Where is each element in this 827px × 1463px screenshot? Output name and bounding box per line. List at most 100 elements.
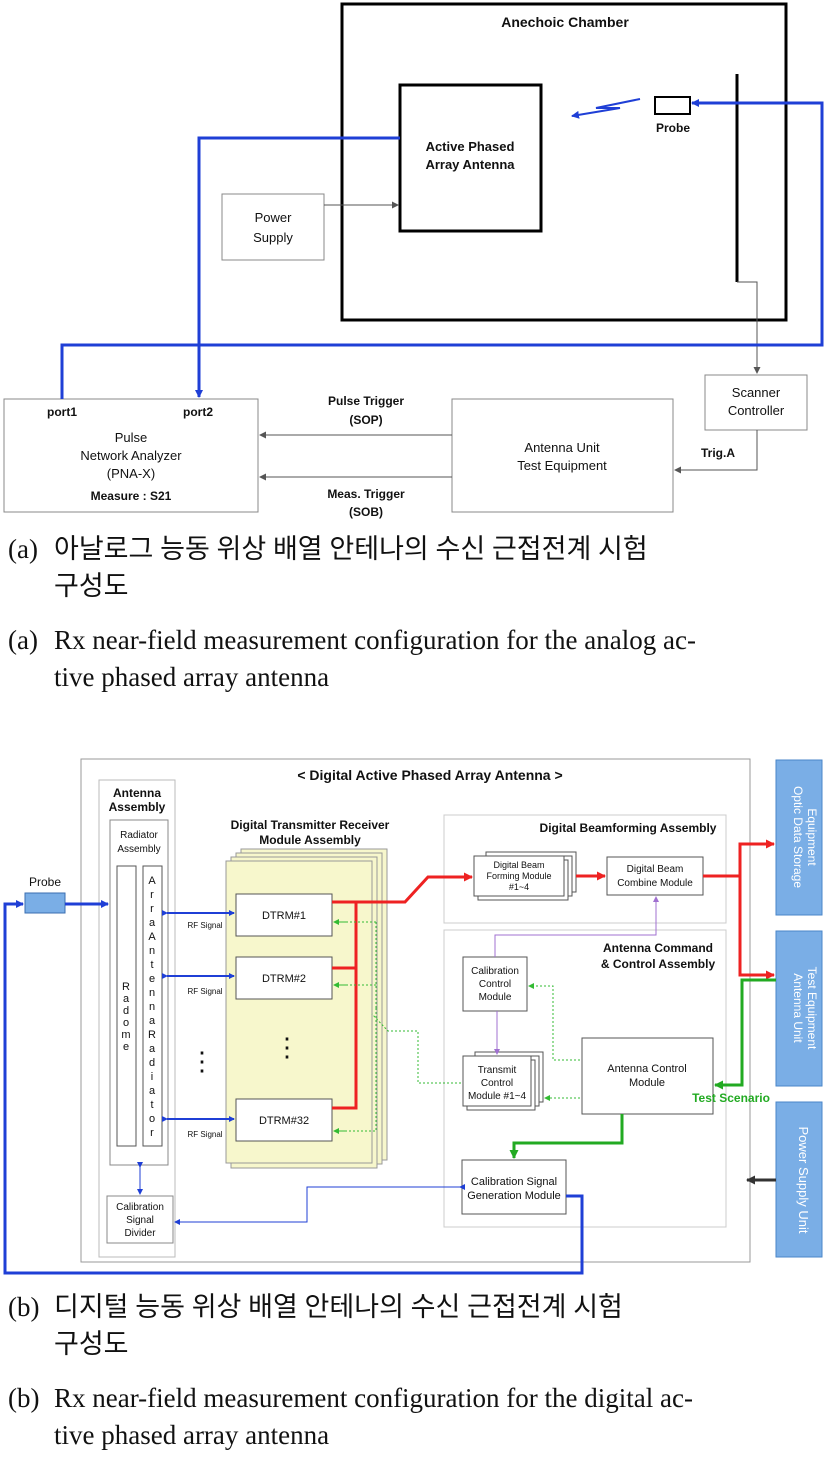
anechoic-chamber-label: Anechoic Chamber (501, 14, 629, 30)
dbf-module-line2: Forming Module (486, 871, 551, 881)
caption-a-korean: (a) 아날로그 능동 위상 배열 안테나의 수신 근접전계 시험 구성도 (8, 531, 820, 605)
array-radiator-letter: r (150, 1127, 154, 1139)
array-radiator-letter: n (149, 945, 155, 957)
radiated-wave-icon (571, 98, 641, 119)
antenna-assembly-line1: Antenna (113, 786, 161, 800)
array-radiator-letter: n (149, 1001, 155, 1013)
diagram-b: < Digital Active Phased Array Antenna > … (3, 758, 823, 1275)
antenna-label-line1: Active Phased (426, 139, 515, 154)
cal-divider-line3: Divider (124, 1228, 156, 1239)
rf-signal-label-2: RF Signal (187, 987, 222, 996)
anechoic-chamber-box (340, 2, 788, 322)
active-phased-array-antenna-box (398, 83, 543, 233)
dbf-assembly-label: Digital Beamforming Assembly (540, 821, 717, 835)
dbc-module-box (606, 856, 704, 896)
array-radiator-letter: o (149, 1113, 155, 1125)
array-radiator-letter: d (149, 1057, 155, 1069)
dtrm32-label: DTRM#32 (259, 1115, 309, 1127)
caption-b-english: (b) Rx near-field measurement configurati… (8, 1380, 820, 1454)
dbf-module-line1: Digital Beam (493, 860, 544, 870)
acc-assembly-line1: Antenna Command (603, 941, 713, 955)
test-scenario-label: Test Scenario (692, 1091, 770, 1105)
test-scenario-arrow (714, 978, 776, 1090)
pna-line1: Pulse (115, 430, 148, 445)
optic-data-storage-box (775, 759, 823, 916)
radome-letter: o (123, 1017, 129, 1029)
dtrm-to-dbf-data-bus (356, 872, 473, 904)
ate-b-line1: Antenna Unit (791, 973, 805, 1043)
array-radiator-letter: a (149, 1043, 156, 1055)
cal-control-line1: Calibration (471, 966, 519, 977)
array-radiator-letter: e (149, 973, 155, 985)
radome-box (116, 865, 137, 1147)
meas-trigger-line1: Meas. Trigger (327, 487, 405, 501)
dtrm-assembly-line1: Digital Transmitter Receiver (231, 818, 390, 832)
rf-signal-label-1: RF Signal (187, 921, 222, 930)
calgen-to-divider-blue (174, 1184, 465, 1225)
trig-a-arrow (674, 430, 758, 474)
dbc-to-ate-arrow (738, 876, 775, 980)
caption-a-korean-label: (a) (8, 534, 38, 564)
caption-a-english: (a)Rx near-field measurement configurati… (8, 622, 820, 696)
probe-label: Probe (656, 121, 690, 135)
psu-label: Power Supply Unit (796, 1127, 811, 1234)
dbf-module-box (473, 855, 565, 897)
transmit-control-module-box (462, 1055, 532, 1107)
dbc-module-line2: Combine Module (617, 878, 693, 889)
ant-control-line1: Antenna Control (607, 1063, 687, 1075)
array-radiator-letter: r (150, 903, 154, 915)
calibration-signal-generation-module-box (461, 1159, 567, 1215)
pulse-network-analyzer-box (3, 398, 259, 513)
pulse-trigger-line1: Pulse Trigger (328, 394, 404, 408)
dbc-module-line1: Digital Beam (627, 864, 684, 875)
dtrm32-box (235, 1098, 333, 1142)
caption-a-korean-line1: 아날로그 능동 위상 배열 안테나의 수신 근접전계 시험 (54, 534, 648, 564)
radiator-assembly-line2: Assembly (117, 844, 160, 855)
probe-box (654, 96, 691, 115)
dtrm-control-dotted-bus (334, 921, 377, 1132)
acm-to-calcontrol-dotted (528, 983, 580, 1061)
tx-control-line1: Transmit (478, 1065, 517, 1076)
ate-box-b (775, 930, 823, 1087)
pna-line3: (PNA-X) (107, 466, 155, 481)
ant-control-line2: Module (629, 1077, 665, 1089)
array-radiator-letter: R (148, 1029, 156, 1041)
acc-assembly-line2: & Control Assembly (601, 957, 716, 971)
array-radiator-letter: r (150, 889, 154, 901)
array-radiator-letter: t (150, 959, 153, 971)
power-supply-line1: Power (255, 210, 293, 225)
dtrm2-box (235, 956, 333, 1000)
dbf-module-line3: #1~4 (509, 882, 529, 892)
caption-b-korean-label: (b) (8, 1292, 40, 1322)
pna-port2-label: port2 (183, 405, 213, 419)
caption-a-korean-line2: 구성도 (54, 571, 129, 601)
cal-control-line3: Module (479, 992, 512, 1003)
caption-a-english-line2: tive phased array antenna (54, 662, 330, 692)
digital-apaa-title: < Digital Active Phased Array Antenna > (297, 767, 562, 783)
caption-b-korean-line1: 디지털 능동 위상 배열 안테나의 수신 근접전계 시험 (54, 1292, 623, 1322)
array-radiator-letter: a (149, 917, 156, 929)
scanner-controller-line1: Scanner (732, 385, 781, 400)
rail-to-scanner-arrow (737, 281, 761, 374)
radome-letter: e (123, 1041, 129, 1053)
array-radiator-letter: A (148, 875, 156, 887)
ate-line2: Test Equipment (517, 458, 607, 473)
antenna-label-line2: Array Antenna (425, 157, 515, 172)
cal-control-line2: Control (479, 979, 511, 990)
ate-b-line2: Test Equipment (805, 967, 819, 1050)
dtrm32-data-line (332, 902, 358, 1110)
tx-control-line3: Module #1~4 (468, 1091, 527, 1102)
dtrm2-label: DTRM#2 (262, 973, 306, 985)
caption-b-english-line1: Rx near-field measurement configuration … (54, 1383, 693, 1413)
power-supply-line2: Supply (253, 230, 293, 245)
array-radiator-letter: n (149, 987, 155, 999)
radome-letter: m (121, 1029, 130, 1041)
antenna-unit-test-equipment-box (451, 398, 674, 513)
dtrm1-box (235, 893, 333, 937)
pna-port1-label: port1 (47, 405, 77, 419)
pna-measure-label: Measure : S21 (91, 489, 172, 503)
caption-b-english-label: (b) (8, 1383, 40, 1413)
pna-line2: Network Analyzer (80, 448, 182, 463)
